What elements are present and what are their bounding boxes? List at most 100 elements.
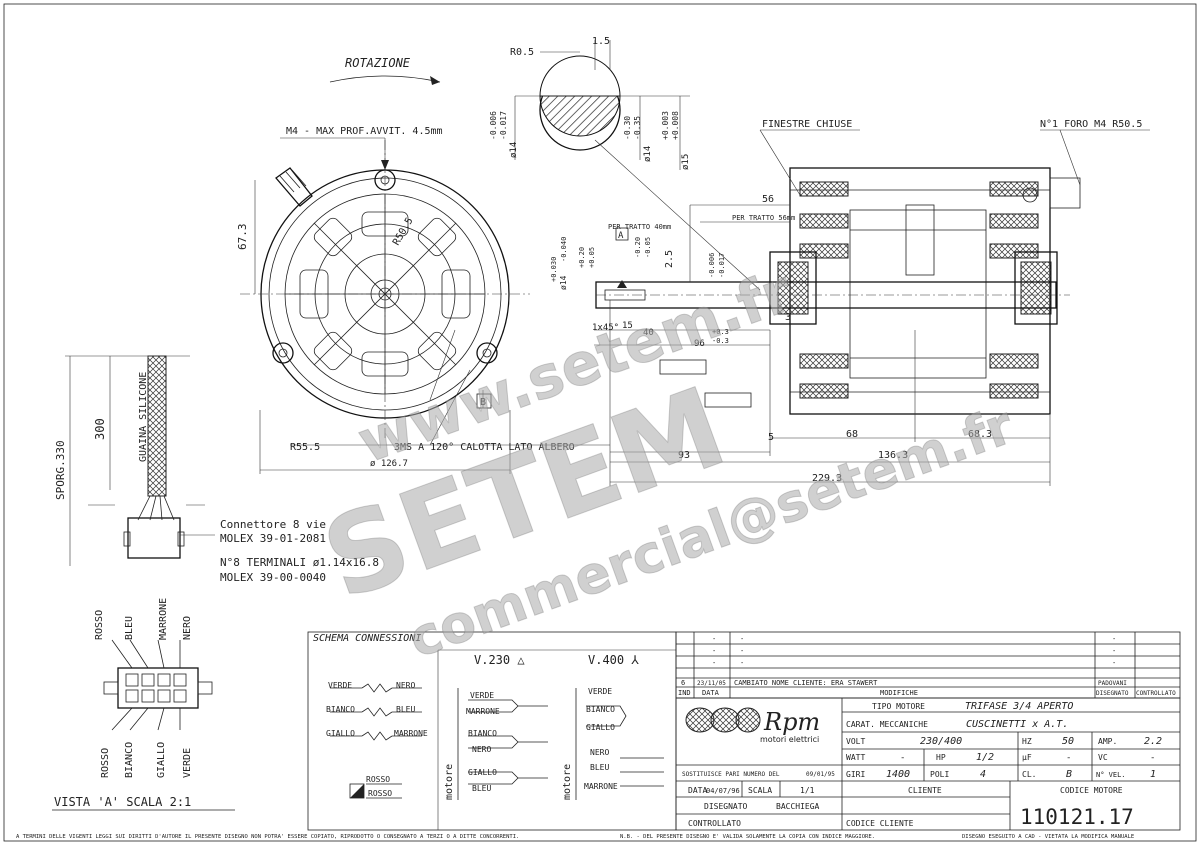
tol-b1: -0.30 [623,116,632,140]
wire-bottom-4: VERDE [182,748,193,778]
pair1-left: VERDE [328,681,352,690]
vista-label: VISTA 'A' SCALA 2:1 [54,795,191,809]
rev-dash-4: - [712,647,716,655]
rev-dash-1: - [712,635,716,643]
rotation-label: ROTAZIONE [345,56,411,70]
tol-f2: -0.05 [644,237,652,258]
dim-93: 93 [678,450,690,461]
tol-d2: -0.040 [560,237,568,262]
v230-wire-2: MARRONE [466,707,500,716]
tol-c2: +0.008 [671,111,680,140]
rev-header-controllato: CONTROLLATO [1136,690,1176,697]
footer-validity: N.B. - DEL PRESENTE DISEGNO E' VALIDA SO… [620,834,875,840]
pair3-left: GIALLO [326,729,355,738]
finestre-note: FINESTRE CHIUSE [762,119,852,130]
pair1-right: NERO [396,681,415,690]
per-tratto-56: PER TRATTO 56mm [732,214,795,222]
rev-header-disegnato: DISEGNATO [1096,690,1129,697]
nvel-value: 1 [1150,769,1156,780]
motore-label-400: motore [562,764,573,800]
tol-b3: ø14 [643,146,653,162]
shaft-section-detail [514,40,761,291]
cl-label: CL. [1022,770,1036,779]
v400-wire-6: MARRONE [584,782,618,791]
scala-label: SCALA [748,786,772,795]
tipo-value: TRIFASE 3/4 APERTO [965,701,1073,712]
diameter-126-7: ø 126.7 [370,459,408,469]
tol-g2: -0.017 [718,253,726,278]
tol-e1: +0.20 [578,247,586,268]
disegnato-label: DISEGNATO [704,802,748,811]
watt-value: - [900,753,905,763]
rev-dash-5: - [740,647,744,655]
cable-view [65,355,215,566]
rev-change: CAMBIATO NOME CLIENTE: ERA STAWERT [734,679,878,687]
sostituisce-value: 09/01/95 [806,771,835,778]
codice-cliente-label: CODICE CLIENTE [846,819,914,828]
brand-logo: Rpm [763,708,820,736]
wire-top-1: ROSSO [94,610,105,640]
guaina-label: GUAINA SILICONE [138,372,149,462]
uf-value: - [1066,753,1071,763]
rev-header-ind: IND [678,689,691,697]
dim-56: 56 [762,194,774,205]
connector-part: MOLEX 39-01-2081 [220,532,326,545]
motor-code: 110121.17 [1020,805,1134,829]
v230-wire-4: NERO [472,745,491,754]
dim-40: 40 [643,328,654,338]
connector-detail [52,639,235,811]
wire-top-2: BLEU [124,616,135,640]
connector-type: Connettore 8 vie [220,518,326,531]
v230-title: V.230 △ [474,653,525,667]
rev-dash-6: - [1112,647,1116,655]
hz-label: HZ [1022,737,1032,746]
tol-a3: ø14 [509,142,519,158]
data-label: DATA [688,786,707,795]
rev-index: 6 [681,679,685,687]
wire-top-3: MARRONE [158,598,169,640]
revision-table [675,631,1181,699]
dim-96: 96 [694,339,705,349]
motore-label-230: motore [444,764,455,800]
codice-motore-label: CODICE MOTORE [1060,786,1123,795]
terminals-type: N°8 TERMINALI ø1.14x16.8 [220,556,379,569]
tol-a1: -0.006 [489,111,498,140]
amp-label: AMP. [1098,737,1117,746]
pair2-right: BLEU [396,705,415,714]
watermark: www.setem.fr SETEM commercial@setem.fr [308,256,1022,671]
footer-cad: DISEGNO ESEGUITO A CAD - VIETATA LA MODI… [962,834,1134,840]
legend-rosso-2: ROSSO [368,789,392,798]
title-block [675,697,1181,831]
tol-c1: +0.003 [661,111,670,140]
wire-bottom-1: ROSSO [100,748,111,778]
rev-dash-3: - [1112,635,1116,643]
uf-label: µF [1022,753,1032,762]
pair3-right: MARRONE [394,729,428,738]
tol-f1: -0.20 [634,237,642,258]
hp-value: 1/2 [976,752,994,763]
tol-a2: -0.017 [499,111,508,140]
rev-designer: PADOVANI [1098,680,1127,687]
v400-wire-1: VERDE [588,687,612,696]
rotation-arrow [329,75,441,83]
tol-d1: +0.030 [550,257,558,282]
poli-label: POLI [930,770,949,779]
dim-136-3: 136.3 [878,450,908,461]
terminals-part: MOLEX 39-00-0040 [220,571,326,584]
vc-value: - [1150,753,1155,763]
sheet-frame [3,3,1197,842]
holes-note: 3MS A 120° CALOTTA LATO ALBERO [394,442,575,453]
data-value: 04/07/96 [706,787,740,795]
scala-value: 1/1 [800,786,815,795]
rev-header-data: DATA [702,689,720,697]
cliente-label: CLIENTE [908,786,942,795]
foro-note: N°1 FORO M4 R50.5 [1040,119,1142,130]
dim-68-3: 68.3 [968,429,992,440]
rev-date: 23/11/05 [697,680,726,687]
v400-wire-3: GIALLO [586,723,615,732]
v230-wire-6: BLEU [472,784,491,793]
wire-bottom-3: GIALLO [156,742,167,778]
carat-value: CUSCINETTI x A.T. [966,719,1068,730]
watt-label: WATT [846,753,865,762]
